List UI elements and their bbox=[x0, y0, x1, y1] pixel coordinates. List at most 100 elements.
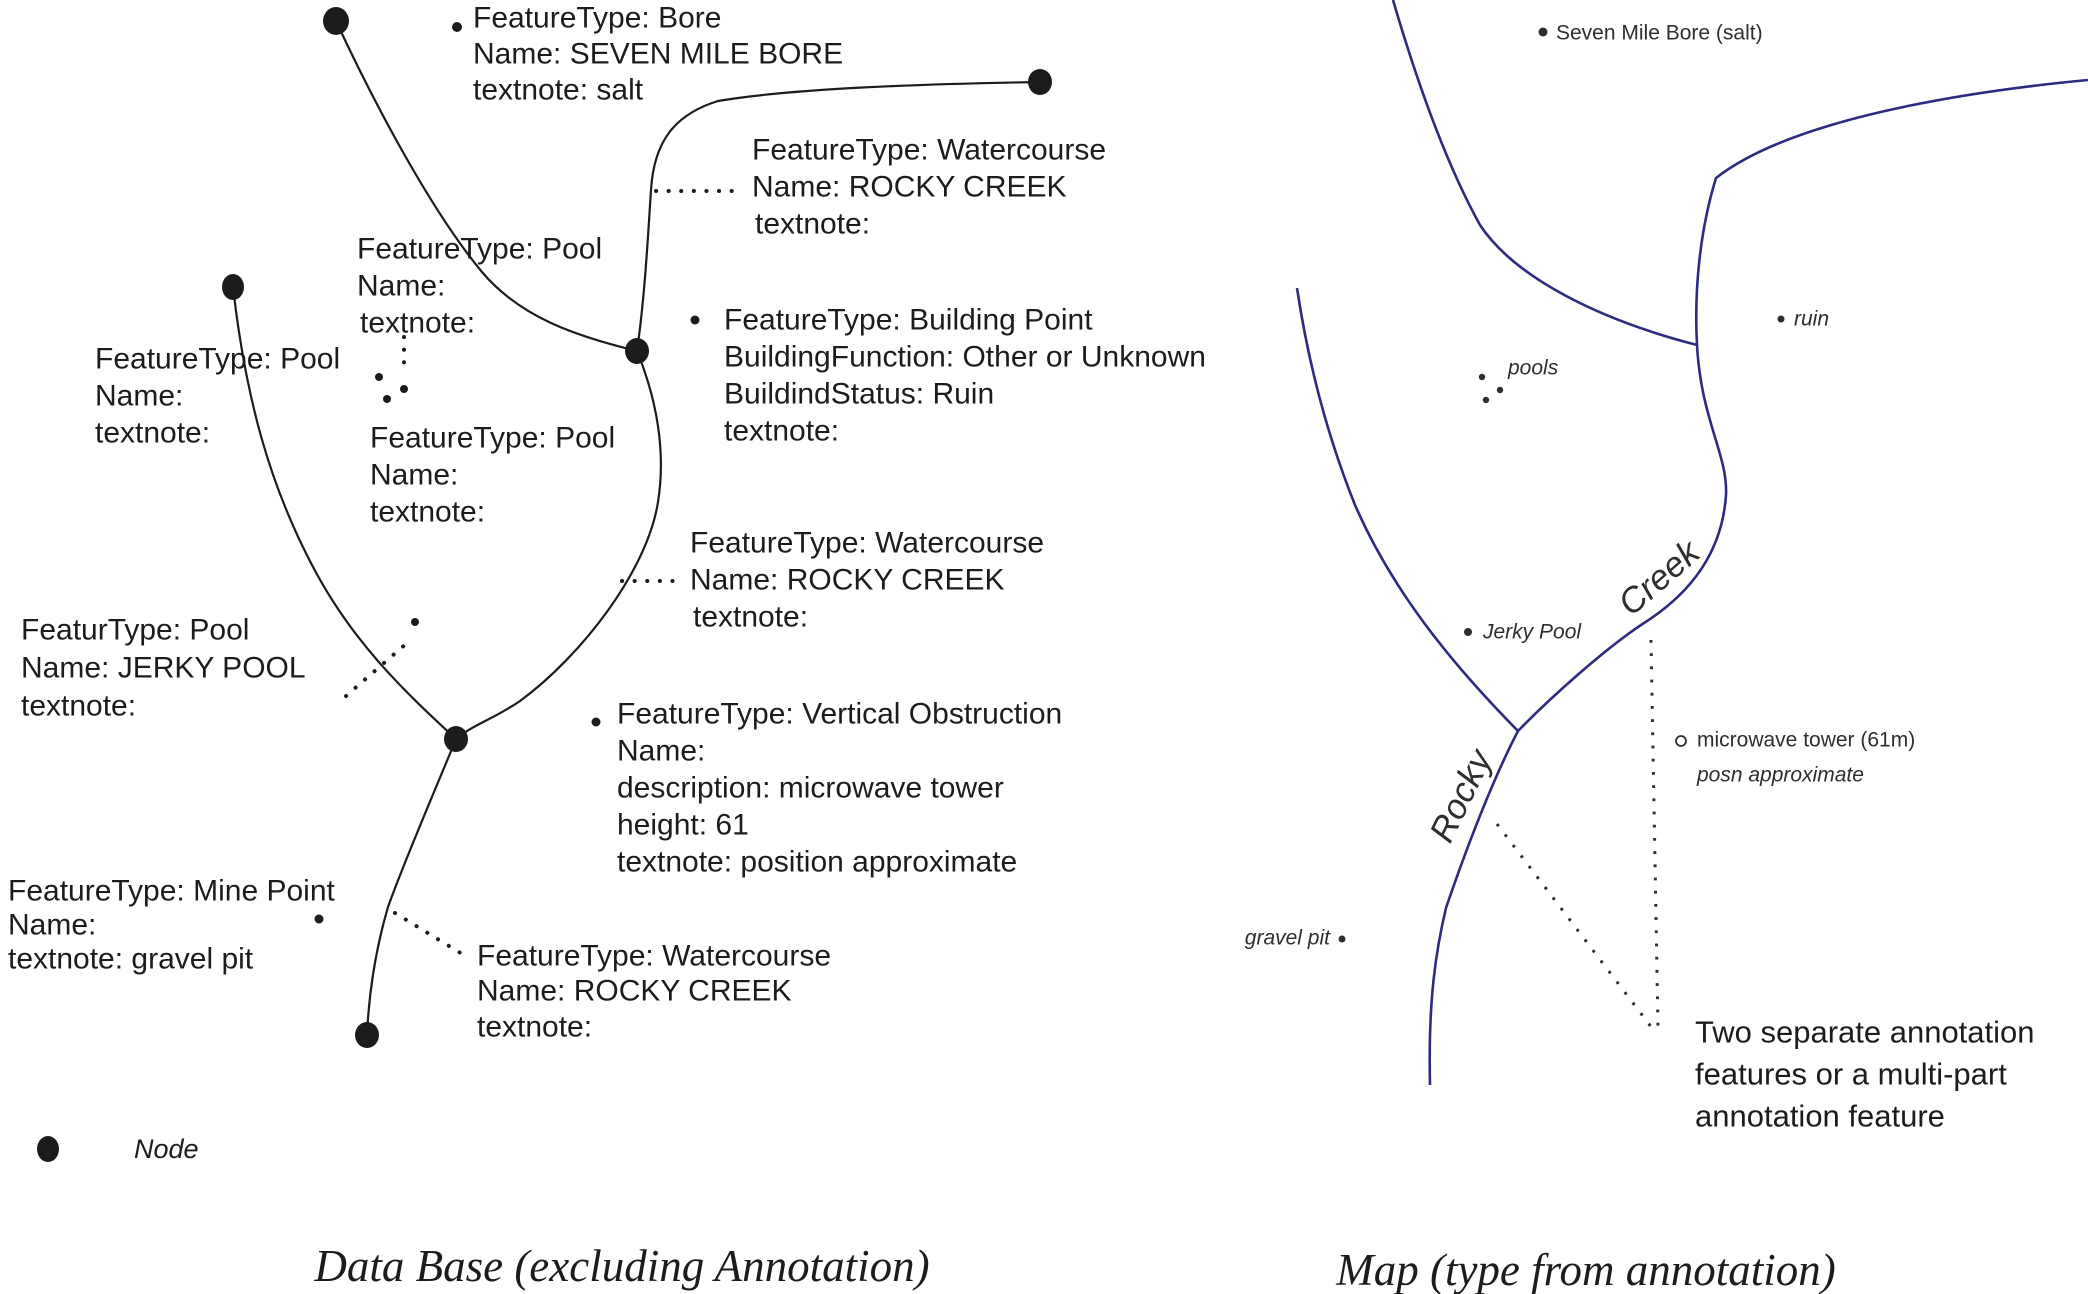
map-diagram: Seven Mile Bore (salt) ruin pools Jerky … bbox=[1245, 0, 2088, 1294]
node-upper-junction bbox=[625, 338, 649, 364]
node-top-right bbox=[1028, 69, 1052, 95]
map-dotted-vertical bbox=[1649, 639, 1660, 1029]
map-pools-dot-3 bbox=[1482, 396, 1490, 404]
db-wcm-line-3: textnote: bbox=[693, 601, 808, 634]
db-label-pool-left: FeatureType: Pool Name: textnote: bbox=[95, 343, 340, 450]
db-wct-line-1: FeatureType: Watercourse bbox=[752, 134, 1106, 167]
db-mine-line-3: textnote: gravel pit bbox=[8, 943, 254, 976]
mine-point bbox=[314, 914, 324, 924]
database-diagram: FeatureType: Bore Name: SEVEN MILE BORE … bbox=[8, 2, 1206, 1292]
map-label-seven-mile-bore: Seven Mile Bore (salt) bbox=[1556, 22, 1763, 45]
db-vo-line-3: description: microwave tower bbox=[617, 772, 1004, 805]
pool-point-3 bbox=[383, 395, 391, 403]
db-label-watercourse-mid: FeatureType: Watercourse Name: ROCKY CRE… bbox=[690, 527, 1044, 634]
db-mine-line-1: FeatureType: Mine Point bbox=[8, 875, 336, 908]
legend-node-icon bbox=[37, 1136, 59, 1162]
db-label-watercourse-top: FeatureType: Watercourse Name: ROCKY CRE… bbox=[752, 134, 1106, 241]
leader-jerky bbox=[344, 641, 409, 698]
pool-point-2 bbox=[400, 385, 408, 393]
db-bld-line-2: BuildingFunction: Other or Unknown bbox=[724, 341, 1206, 374]
node-lower-junction bbox=[444, 726, 468, 752]
map-gravel-pit-dot bbox=[1338, 935, 1346, 943]
db-label-watercourse-bottom: FeatureType: Watercourse Name: ROCKY CRE… bbox=[477, 940, 831, 1044]
db-pool-mid-line-3: textnote: bbox=[370, 496, 485, 529]
map-pools-dot-2 bbox=[1496, 386, 1504, 394]
map-note-line-1: Two separate annotation bbox=[1695, 1015, 2035, 1050]
map-point-symbols bbox=[1338, 27, 1785, 943]
map-dotted-diagonal bbox=[1495, 823, 1654, 1029]
db-vo-line-1: FeatureType: Vertical Obstruction bbox=[617, 698, 1062, 731]
db-wcb-line-2: Name: ROCKY CREEK bbox=[477, 975, 792, 1008]
db-label-vertical-obstruction: FeatureType: Vertical Obstruction Name: … bbox=[617, 698, 1062, 879]
vertical-obstruction-point bbox=[591, 717, 601, 727]
db-jerky-line-3: textnote: bbox=[21, 690, 136, 723]
db-bld-line-1: FeatureType: Building Point bbox=[724, 304, 1093, 337]
db-mine-line-2: Name: bbox=[8, 909, 96, 942]
db-label-jerky: FeaturType: Pool Name: JERKY POOL textno… bbox=[21, 614, 306, 723]
map-ruin-dot bbox=[1777, 315, 1785, 323]
node-top bbox=[323, 7, 349, 35]
db-leaders bbox=[344, 189, 744, 959]
db-pool-up-line-3: textnote: bbox=[360, 307, 475, 340]
map-creek-main bbox=[1428, 78, 2088, 1086]
db-bld-line-3: BuildindStatus: Ruin bbox=[724, 378, 994, 411]
db-label-pool-upper: FeatureType: Pool Name: textnote: bbox=[357, 233, 602, 340]
db-wcm-line-1: FeatureType: Watercourse bbox=[690, 527, 1044, 560]
db-bore-line-1: FeatureType: Bore bbox=[473, 2, 721, 35]
map-stream-lines bbox=[1295, 0, 2088, 1086]
db-pool-mid-line-2: Name: bbox=[370, 459, 458, 492]
db-stream-lines bbox=[231, 20, 1041, 1036]
db-label-bore: FeatureType: Bore Name: SEVEN MILE BORE … bbox=[473, 2, 843, 107]
db-stream-left-branch bbox=[231, 286, 457, 740]
map-label-microwave-tower: microwave tower (61m) bbox=[1697, 729, 1915, 752]
db-label-building: FeatureType: Building Point BuildingFunc… bbox=[724, 304, 1206, 448]
db-pool-left-line-1: FeatureType: Pool bbox=[95, 343, 340, 376]
building-point bbox=[690, 315, 700, 325]
map-caption: Map (type from annotation) bbox=[1335, 1245, 1836, 1294]
map-annotation-note: Two separate annotation features or a mu… bbox=[1695, 1015, 2035, 1134]
map-label-gravel-pit: gravel pit bbox=[1245, 927, 1331, 950]
db-bore-line-2: Name: SEVEN MILE BORE bbox=[473, 38, 843, 71]
db-stream-bore-branch bbox=[635, 80, 1041, 352]
jerky-pool-point bbox=[411, 618, 419, 626]
map-labels: Seven Mile Bore (salt) ruin pools Jerky … bbox=[1245, 22, 2035, 1134]
db-wct-line-3: textnote: bbox=[755, 208, 870, 241]
db-caption: Data Base (excluding Annotation) bbox=[313, 1241, 929, 1291]
db-wcb-line-3: textnote: bbox=[477, 1011, 592, 1044]
db-wcm-line-2: Name: ROCKY CREEK bbox=[690, 564, 1005, 597]
db-stream-right-branch bbox=[455, 350, 662, 740]
db-jerky-line-2: Name: JERKY POOL bbox=[21, 652, 306, 685]
db-stream-lower bbox=[365, 738, 458, 1036]
db-label-pool-mid: FeatureType: Pool Name: textnote: bbox=[370, 422, 615, 529]
db-point-features bbox=[314, 22, 700, 924]
map-label-jerky-pool: Jerky Pool bbox=[1482, 621, 1582, 644]
db-vo-line-5: textnote: position approximate bbox=[617, 846, 1017, 879]
pool-point-1 bbox=[375, 373, 383, 381]
db-legend: Node bbox=[37, 1134, 199, 1164]
db-wcb-line-1: FeatureType: Watercourse bbox=[477, 940, 831, 973]
db-jerky-line-1: FeaturType: Pool bbox=[21, 614, 249, 647]
map-creek-tributary bbox=[1391, 0, 1698, 347]
db-vo-line-4: height: 61 bbox=[617, 809, 749, 842]
db-wct-line-2: Name: ROCKY CREEK bbox=[752, 171, 1067, 204]
db-bore-line-3: textnote: salt bbox=[473, 74, 644, 107]
node-bottom-end bbox=[355, 1022, 379, 1048]
map-label-posn: posn approximate bbox=[1696, 764, 1864, 787]
map-creek-rocky-branch bbox=[1295, 287, 1519, 732]
db-stream-upper-left bbox=[335, 20, 638, 353]
db-label-mine: FeatureType: Mine Point Name: textnote: … bbox=[8, 875, 336, 976]
db-nodes bbox=[222, 7, 1052, 1048]
db-pool-up-line-1: FeatureType: Pool bbox=[357, 233, 602, 266]
map-label-pools: pools bbox=[1507, 357, 1559, 380]
db-pool-up-line-2: Name: bbox=[357, 270, 445, 303]
db-pool-left-line-3: textnote: bbox=[95, 417, 210, 450]
map-tower-circle bbox=[1675, 735, 1687, 747]
map-label-ruin: ruin bbox=[1794, 308, 1829, 331]
map-jerky-pool-dot bbox=[1464, 628, 1472, 636]
node-left-source bbox=[222, 274, 244, 300]
db-vo-line-2: Name: bbox=[617, 735, 705, 768]
map-note-line-2: features or a multi-part bbox=[1695, 1057, 2007, 1092]
db-labels: FeatureType: Bore Name: SEVEN MILE BORE … bbox=[8, 2, 1206, 1044]
db-pool-left-line-2: Name: bbox=[95, 380, 183, 413]
